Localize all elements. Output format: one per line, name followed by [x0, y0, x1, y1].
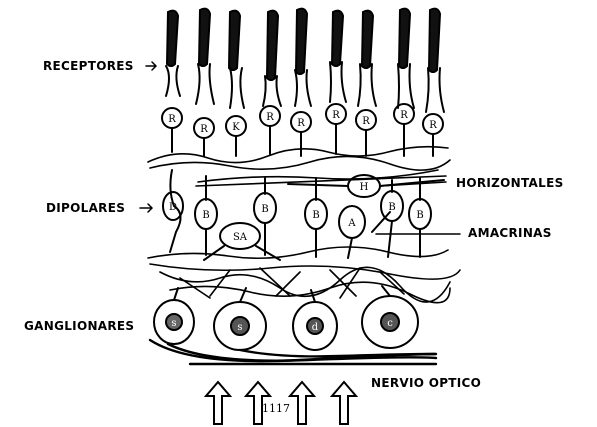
ganglion-letter: c	[387, 318, 393, 329]
receptor-letter: R	[266, 112, 274, 123]
receptor-letter: K	[232, 122, 240, 133]
bipolar-letter: B	[312, 210, 319, 221]
receptor-letter: R	[200, 124, 208, 135]
light-mark: 1117	[262, 402, 290, 415]
receptor-letter: R	[168, 114, 176, 125]
label-receptores: RECEPTORES	[43, 59, 134, 73]
bipolar-letter: B	[416, 210, 423, 221]
horizontal-letter: H	[360, 182, 369, 193]
amacrine-letter: A	[347, 218, 356, 229]
bipolar-letter: B	[202, 210, 209, 221]
bipolar-letter: B	[388, 202, 395, 213]
receptor-letter: R	[400, 110, 408, 121]
label-ganglionares: GANGLIONARES	[24, 319, 134, 333]
ganglion-letter: s	[237, 322, 242, 333]
receptor-letter: R	[332, 110, 340, 121]
label-nervio-optico: NERVIO OPTICO	[371, 376, 481, 390]
bipolar-letter: D	[169, 202, 177, 213]
label-amacrinas: AMACRINAS	[468, 226, 552, 240]
amacrine-letter: SA	[233, 232, 248, 243]
cell-letters: R R K R R R R R R H D B B B B B SA A s s…	[168, 110, 437, 415]
amacrine-cells	[204, 206, 390, 260]
optic-nerve-fibers	[150, 340, 436, 364]
inner-plexiform-layer	[148, 247, 460, 303]
receptor-letter: R	[362, 116, 370, 127]
label-horizontales: HORIZONTALES	[456, 176, 564, 190]
label-dipolares: DIPOLARES	[46, 201, 125, 215]
receptor-letter: R	[429, 120, 437, 131]
receptor-letter: R	[297, 118, 305, 129]
ganglion-letter: d	[312, 322, 319, 333]
bipolar-letter: B	[261, 204, 268, 215]
ganglion-letter: s	[171, 318, 176, 329]
